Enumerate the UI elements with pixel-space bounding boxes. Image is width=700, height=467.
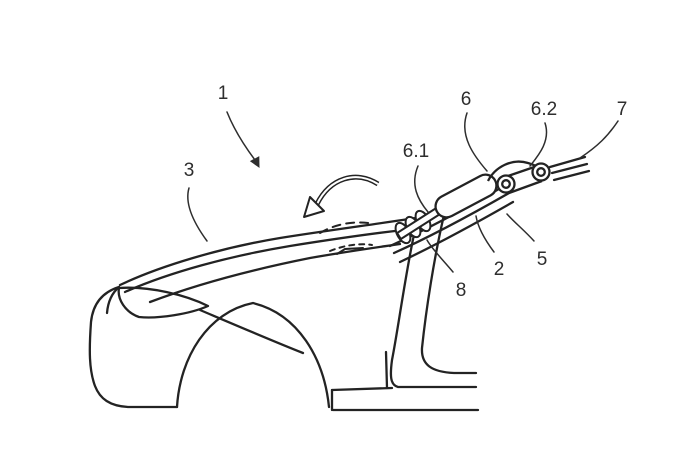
leader-1-arrowhead — [249, 156, 260, 168]
ref-label-6: 6 — [461, 89, 472, 110]
fender-crease — [198, 308, 305, 355]
ref-label-5: 5 — [537, 249, 548, 270]
roof-rail-line-2 — [550, 162, 589, 175]
sleeve-element — [434, 173, 498, 219]
ref-label-6-1: 6.1 — [403, 141, 429, 162]
ref-label-7: 7 — [617, 99, 628, 120]
leader-2 — [475, 215, 495, 253]
body-seam-line — [389, 228, 478, 389]
hood-top-line — [118, 214, 430, 287]
hidden-contour-dashed — [319, 221, 375, 255]
roof-rail-line-3 — [552, 169, 591, 182]
ref-label-2: 2 — [494, 259, 505, 280]
leader-8 — [426, 239, 454, 273]
link-element — [486, 160, 551, 195]
leader-5 — [506, 213, 535, 242]
ref-label-1: 1 — [218, 83, 229, 104]
leader-6 — [464, 112, 488, 172]
leader-lines — [187, 111, 619, 273]
car-body-outline — [88, 155, 591, 412]
door-front-edge — [420, 213, 478, 375]
leader-3 — [187, 187, 208, 242]
ref-label-3: 3 — [184, 160, 195, 181]
roof-rail-line-1 — [548, 155, 587, 169]
pillar-line-lower — [398, 200, 515, 264]
ref-label-6-2: 6.2 — [531, 99, 557, 120]
bumper-top-fold — [105, 285, 121, 315]
fender-top-line — [148, 242, 402, 304]
fender-rear-edge — [384, 350, 389, 390]
sill-step-horizontal — [330, 386, 394, 392]
leader-7 — [579, 120, 619, 159]
leader-6-2 — [529, 122, 548, 167]
bumper-outline — [88, 285, 179, 409]
leader-6-1 — [414, 165, 429, 213]
wheel-arch — [175, 301, 331, 409]
pillar-line-mid — [392, 191, 511, 255]
leader-1 — [226, 111, 256, 161]
hood-cut-line — [123, 226, 424, 294]
ref-label-8: 8 — [456, 280, 467, 301]
headlight-outline — [117, 286, 210, 319]
rotation-arrow-icon — [303, 174, 380, 218]
